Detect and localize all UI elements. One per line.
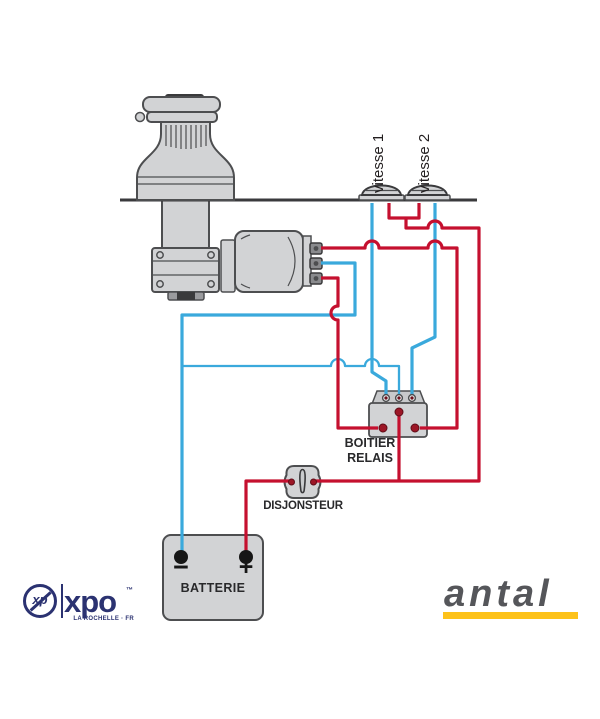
label-speed1: vitesse 1 — [370, 134, 387, 193]
label-speed2: vitesse 2 — [416, 134, 433, 193]
battery-terminals — [174, 550, 253, 564]
wire-motor1-to-relay-right — [321, 239, 459, 430]
circuit-breaker — [283, 465, 322, 499]
gearbox-base-dark — [177, 292, 195, 300]
wire-speed1-control — [370, 203, 388, 395]
wire-switch-link — [387, 203, 421, 220]
motor-flange — [220, 239, 236, 293]
motor-marks — [240, 234, 251, 289]
wire-speed2-control — [410, 203, 437, 395]
winch-drum — [134, 94, 235, 201]
wire-breaker-to-switches — [316, 218, 481, 483]
battery-negative-sign: − — [173, 552, 189, 582]
xpo-trademark: ™ — [126, 587, 133, 594]
wire-relay-coil-ground — [182, 357, 401, 395]
breaker-terminals — [288, 478, 317, 486]
relay-label-line2: RELAIS — [347, 450, 393, 465]
wire-motor-to-battery-negative — [180, 261, 357, 552]
motor-terminal-studs — [309, 242, 323, 285]
antal-logo: antal — [440, 573, 590, 626]
battery-label: BATTERIE — [180, 581, 246, 595]
winch-top-flange — [146, 111, 218, 123]
gearbox-bands — [152, 260, 219, 276]
breaker-lever — [299, 468, 306, 494]
footswitch-speed2 — [404, 184, 451, 201]
relay-label-line1: BOITIER — [344, 436, 396, 450]
motor-body — [234, 230, 304, 293]
winch-latch — [134, 111, 146, 123]
winch-motor-assembly — [151, 199, 323, 301]
relay-terminals — [378, 393, 420, 433]
motor-seam — [287, 236, 296, 287]
relay-box-label: BOITIER RELAIS — [318, 436, 422, 465]
winch-top-cap — [142, 96, 221, 113]
xpo-divider — [61, 584, 63, 618]
winch-shaft-column — [161, 199, 210, 249]
positive-wires — [244, 203, 481, 552]
winch-drum-ribs — [165, 125, 207, 149]
wire-battery-positive-to-breaker — [244, 479, 289, 552]
xpo-tagline: LA ROCHELLE · FR — [73, 616, 134, 622]
xpo-wordmark: xpo — [64, 584, 117, 619]
footswitch-speed1 — [358, 184, 405, 201]
antal-wordmark: antal — [444, 573, 553, 615]
winch-skirt-lines — [137, 176, 234, 185]
wire-motor2-to-relay-left — [321, 276, 378, 430]
breaker-label: DISJONSTEUR — [263, 500, 343, 512]
antal-underline — [443, 612, 578, 619]
gearbox-screws — [156, 251, 215, 288]
winch-drum-body — [136, 121, 235, 201]
xpo-emblem-circle — [23, 584, 57, 618]
battery-box — [162, 534, 264, 621]
battery-positive-sign: + — [238, 553, 254, 581]
xpo-logo: xp xpo ™ LA ROCHELLE · FR — [20, 580, 180, 625]
negative-wires — [180, 203, 437, 552]
